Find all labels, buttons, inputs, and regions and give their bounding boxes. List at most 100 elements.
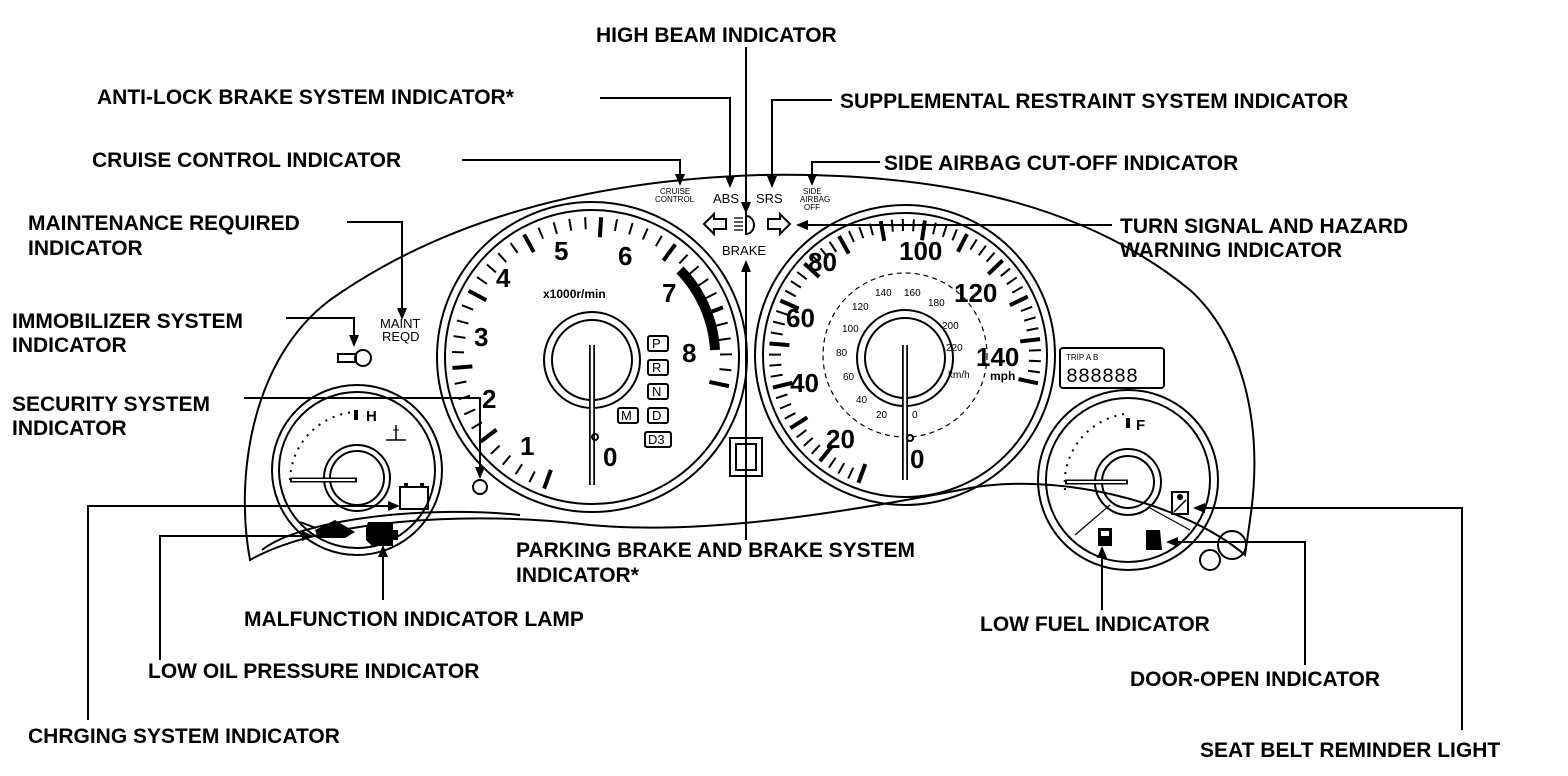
speed-tick [969,238,978,251]
speed-tick [784,412,796,420]
cruise-indicator-label-1: CRUISE [660,187,690,196]
side-airbag-label-3: OFF [804,203,820,212]
side-airbag-label-2: AIRBAG [800,195,830,204]
tach-tick [486,263,497,274]
speed-tick [1018,377,1039,386]
oil-can-icon [299,520,355,538]
callout-turn-2: WARNING INDICATOR [1120,239,1342,262]
svg-text:180: 180 [928,298,945,309]
callout-immob-2: INDICATOR [12,334,127,357]
brake-indicator-label: BRAKE [722,243,766,258]
side-airbag-label-1: SIDE [803,187,822,196]
speed-tick [803,262,821,279]
svg-text:200: 200 [942,321,959,332]
svg-text:100: 100 [842,324,859,335]
callout-high-beam: HIGH BEAM INDICATOR [596,24,837,47]
tach-tick [661,243,677,262]
callout-maint-1: MAINTENANCE REQUIRED [28,212,300,235]
speed-tick [796,271,808,281]
speed-tick [810,444,821,455]
tach-tick [467,288,488,302]
callout-immob-1: IMMOBILIZER SYSTEM [12,310,243,333]
speed-tick [772,380,793,390]
speed-tick [770,331,783,336]
tach-tick [584,217,587,230]
speed-tick [1027,369,1041,374]
svg-text:P: P [652,336,661,351]
callout-door-open: DOOR-OPEN INDICATOR [1130,668,1380,691]
svg-text:60: 60 [843,372,855,383]
speed-tick [769,341,790,348]
door-open-icon [1146,530,1162,550]
callout-low-oil: LOW OIL PRESSURE INDICATOR [148,660,479,683]
tach-tick [715,321,728,327]
tach-num-5: 5 [554,236,568,266]
svg-text:D3: D3 [648,432,665,447]
mph-num-0: 0 [910,444,924,474]
speed-tick [803,437,814,447]
fuel-full-label: F [1136,417,1145,434]
tach-tick [454,380,467,385]
tach-tick [628,222,634,235]
battery-icon [399,483,429,510]
temperature-gauge: H [271,384,443,556]
speed-tick [941,225,948,238]
tach-unit: x1000r/min [543,287,606,301]
tach-tick [678,254,689,265]
tach-tick [542,469,553,490]
arrowheads [302,174,1205,558]
tach-num-3: 3 [474,322,488,352]
gear-indicator: P R N D D3 M [617,335,672,448]
tach-tick [461,304,474,311]
tach-num-8: 8 [682,338,696,368]
speed-tick [1008,294,1029,307]
tach-num-1: 1 [520,431,534,461]
speed-tick [956,233,969,253]
svg-text:120: 120 [852,302,869,313]
svg-text:M: M [621,408,632,423]
mph-num-120: 120 [954,278,997,308]
mph-num-40: 40 [790,368,819,398]
tach-num-2: 2 [482,384,496,414]
tach-tick [697,278,709,287]
speed-tick [848,230,855,243]
cruise-indicator-label-2: CONTROL [655,195,695,204]
svg-text:20: 20 [876,410,888,421]
tach-tick [509,242,519,254]
speed-tick [1020,305,1033,313]
mph-num-80: 80 [808,247,837,277]
svg-text:D: D [652,408,661,423]
tach-tick [719,368,732,372]
svg-text:80: 80 [836,348,848,359]
seat-belt-icon [1171,491,1189,515]
fuel-pump-icon [1098,528,1112,546]
check-engine-icon [366,522,398,546]
speedometer: 0 20 40 60 80 100 120 140 mph km/h 0 20 … [754,204,1056,506]
knob [1199,549,1221,571]
callout-turn-1: TURN SIGNAL AND HAZARD [1120,215,1408,238]
tach-tick [453,335,466,339]
speed-tick [1023,316,1036,322]
tach-num-6: 6 [618,241,632,271]
mph-num-100: 100 [899,236,942,266]
tach-num-4: 4 [496,263,511,293]
speed-tick [828,457,837,469]
callout-charging: CHRGING SYSTEM INDICATOR [28,725,340,748]
speed-tick [784,289,797,298]
speed-tick [985,251,996,263]
tach-tick [641,228,649,240]
tach-tick [718,337,731,341]
tach-tick [568,218,573,231]
speed-tick [770,373,783,378]
tach-tick [452,364,473,370]
speed-tick [779,402,792,410]
tach-num-0: 0 [603,442,617,472]
speed-tick [856,463,868,484]
tach-tick [552,222,558,235]
svg-text:160: 160 [904,288,921,299]
callout-maint-2: INDICATOR [28,237,143,260]
svg-text:140: 140 [875,288,892,299]
speed-tick [1026,327,1039,332]
speed-tick [789,415,809,430]
